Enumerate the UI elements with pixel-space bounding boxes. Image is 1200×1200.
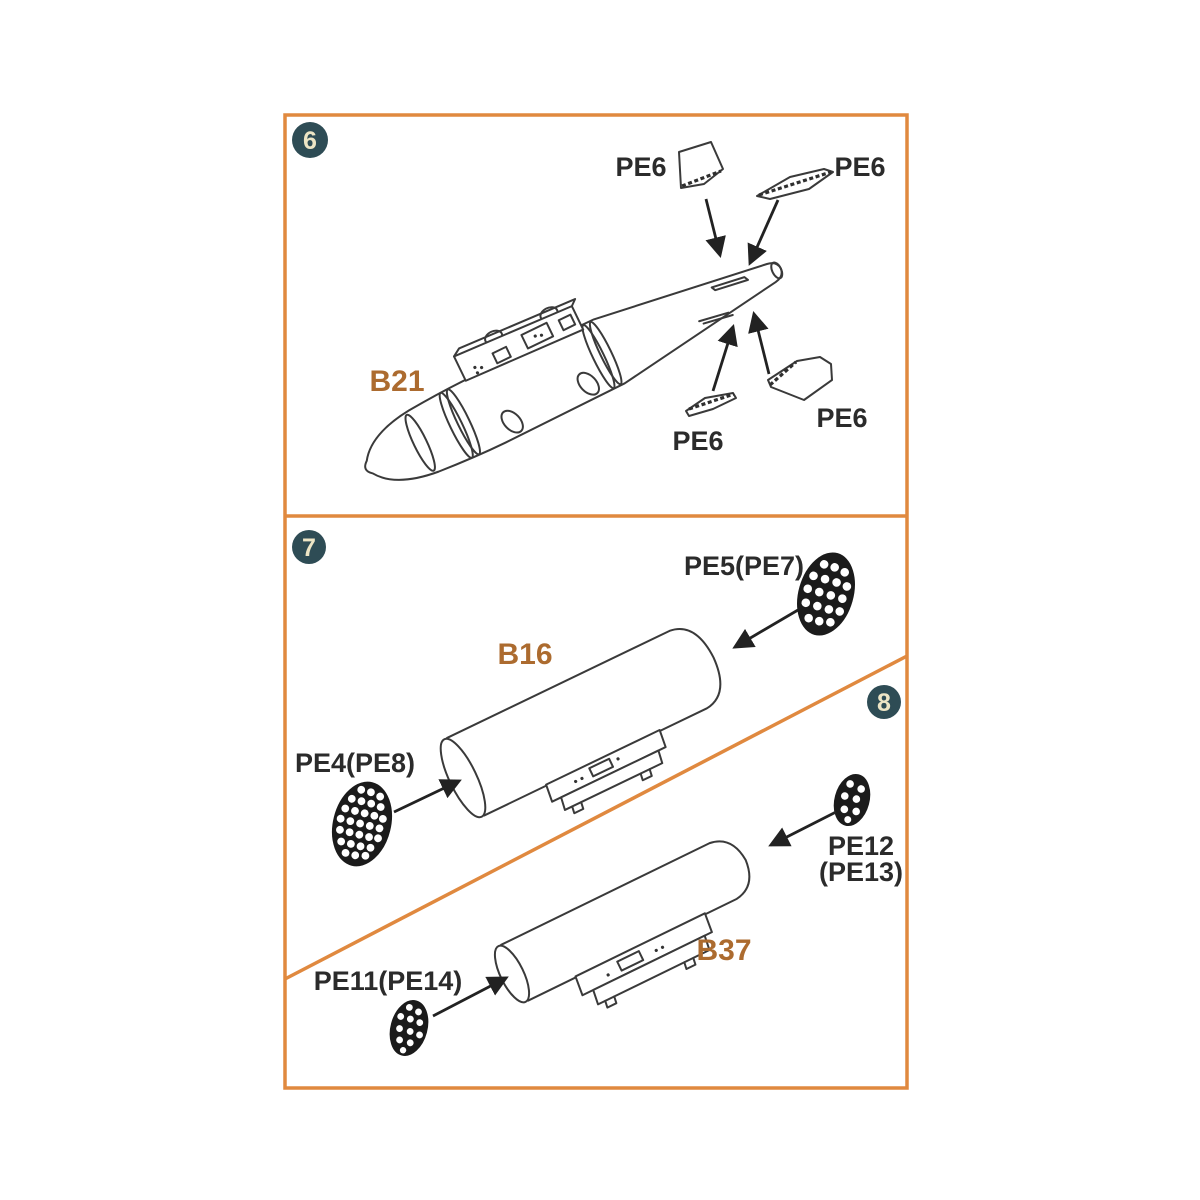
- bomb-outline: [364, 262, 783, 481]
- b16-bracket-foot-1: [571, 801, 585, 815]
- arrow-pe11-to-b37: [432, 976, 509, 1018]
- rack-rivet: [473, 365, 477, 370]
- bomb-body-b21: [364, 261, 784, 481]
- b37-rivet: [606, 973, 610, 977]
- rack-top-face: [453, 298, 577, 358]
- b37-rivet: [654, 948, 658, 952]
- pe4-disc: [331, 781, 393, 867]
- step6-section: 6: [292, 122, 886, 481]
- body-band-1b: [445, 388, 482, 456]
- pe6-part-shape: [678, 141, 724, 189]
- rack-rivet: [533, 334, 537, 338]
- pe6-fin-top-left: [678, 141, 724, 189]
- step7-badge: 7: [292, 530, 326, 564]
- pe6-part-shape: [756, 168, 834, 200]
- arrow-pe5-to-b16: [732, 608, 799, 649]
- b16-rivet: [616, 757, 620, 761]
- arrow-fin-bottom-right: [748, 310, 771, 375]
- pod-body-b37: [493, 840, 751, 1009]
- pe12-disc-body: [833, 774, 871, 826]
- label-pe12-line2: (PE13): [819, 857, 903, 887]
- step7-section: 7: [292, 530, 855, 867]
- pe4-disc-holes: [336, 785, 387, 860]
- label-pe6-bottom-right: PE6: [816, 403, 867, 433]
- arrow-fin-top-right: [747, 199, 780, 266]
- pe6-hatch-edge: [681, 169, 722, 188]
- b37-bracket-foot-2: [683, 956, 697, 971]
- body-port-2: [576, 371, 600, 396]
- b16-bracket: [545, 728, 667, 815]
- pe6-hatch-edge: [768, 360, 798, 387]
- pe5-disc-holes: [801, 560, 852, 627]
- pe6-part-shape: [767, 356, 833, 401]
- pe6-hatch-edge: [688, 392, 735, 411]
- step7-number: 7: [302, 534, 316, 562]
- body-band-1a: [438, 391, 474, 459]
- b37-bracket-rail-lower: [592, 934, 711, 1006]
- b16-bracket-detail: [588, 757, 615, 778]
- step6-badge-circle: [292, 122, 328, 158]
- pe5-disc: [797, 552, 855, 636]
- pe11-disc: [389, 1000, 429, 1056]
- b16-rivet: [580, 776, 584, 781]
- pe6-fin-top-right: [756, 168, 834, 200]
- label-b21: B21: [369, 365, 424, 398]
- pe11-disc-holes: [396, 1003, 424, 1054]
- diagonal-divider: [284, 654, 908, 981]
- pe12-disc-holes: [840, 780, 865, 824]
- tail-cap: [770, 261, 784, 280]
- arrow-fin-top-left: [704, 198, 726, 259]
- step8-number: 8: [877, 689, 891, 717]
- step8-badge-circle: [867, 685, 901, 719]
- rack-rivet: [480, 365, 484, 370]
- b37-bracket-detail: [616, 950, 645, 972]
- pe6-fin-bottom-left: [685, 392, 737, 417]
- step8-badge: 8: [867, 685, 901, 719]
- b16-bracket-rail-upper: [545, 728, 667, 803]
- label-pe12-line1: PE12: [828, 831, 894, 861]
- pod-body-b16: [439, 628, 722, 819]
- mounting-rack: [453, 298, 585, 382]
- step6-number: 6: [303, 127, 317, 155]
- arrow-fin-bottom-left: [711, 323, 738, 392]
- b37-outline: [500, 840, 751, 1002]
- b16-outline: [446, 628, 722, 817]
- pe12-disc: [833, 774, 871, 826]
- body-port-1: [500, 409, 524, 434]
- step8-section: 8: [314, 685, 903, 1056]
- rack-rivet: [539, 333, 544, 337]
- body-band-2a: [581, 323, 616, 390]
- pe6-fin-bottom-right: [767, 356, 833, 401]
- panel-frame: [283, 113, 909, 1090]
- label-pe6-top-left: PE6: [615, 152, 666, 182]
- rack-detail-rect-1: [520, 321, 555, 350]
- label-pe11: PE11(PE14): [314, 966, 463, 996]
- b16-rivet: [574, 779, 578, 784]
- b37-rivet: [660, 945, 665, 949]
- step6-badge: 6: [292, 122, 328, 158]
- label-pe6-bottom-left: PE6: [672, 426, 723, 456]
- body-band-2b: [588, 320, 623, 386]
- rack-rivet: [475, 371, 480, 375]
- arrow-pe4-to-b16: [393, 779, 462, 814]
- label-pe6-top-right: PE6: [834, 152, 885, 182]
- label-pe4: PE4(PE8): [295, 748, 415, 778]
- label-b16: B16: [497, 638, 552, 671]
- nose-seam-ring: [404, 413, 436, 472]
- b16-bracket-rail-lower: [560, 749, 664, 811]
- label-b37: B37: [696, 934, 751, 967]
- label-pe5: PE5(PE7): [684, 551, 804, 581]
- step7-badge-circle: [292, 530, 326, 564]
- pe6-hatch-edge: [758, 170, 832, 197]
- b37-bracket-foot-1: [604, 995, 618, 1009]
- arrow-pe12-to-b37: [768, 810, 837, 847]
- b37-bracket: [574, 912, 713, 1009]
- rack-detail-rect-3: [557, 313, 577, 332]
- tail-slot-bottom: [698, 311, 734, 325]
- rack-detail-rect-2: [491, 345, 512, 365]
- tail-slot-top: [710, 276, 749, 292]
- b16-bracket-foot-2: [639, 768, 653, 782]
